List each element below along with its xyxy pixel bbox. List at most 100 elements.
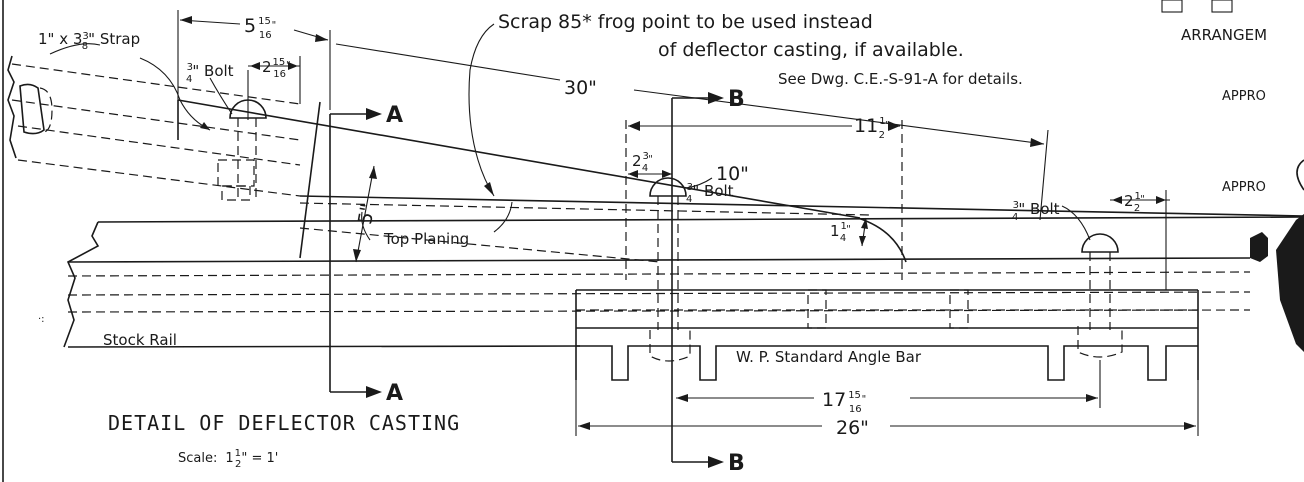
stock-rail-break-line	[63, 221, 100, 348]
section-a-bottom-arrow	[366, 386, 382, 398]
strap-bottom-hidden	[17, 159, 301, 197]
left-bolt-washer	[221, 185, 251, 201]
scrap-note: Scrap 85* frog point to be used instead …	[468, 11, 1023, 197]
dim-2-15-16-arrow-left	[250, 62, 260, 70]
rail-section-head	[1250, 232, 1268, 262]
dim-11-1-2-arrow-left	[628, 121, 640, 131]
dim-2-1-2-arrow-right	[1156, 196, 1166, 204]
deflector-planing-line	[299, 195, 1304, 217]
strap-break-line	[7, 55, 17, 159]
stock-rail-base	[67, 345, 581, 348]
dim-5: 5"	[353, 165, 379, 263]
right-bolt-leader	[1061, 205, 1091, 241]
title-block-box-2	[1211, 0, 1233, 13]
stock-rail: Stock Rail	[63, 214, 1304, 352]
section-a-a: A A	[329, 103, 403, 406]
middle-bolt-head	[649, 177, 687, 197]
middle-bolt-nut	[649, 330, 691, 362]
stock-rail-label: Stock Rail	[103, 331, 177, 349]
dim-5-arrow-bottom	[353, 249, 361, 262]
dim-30-arrow-right	[1030, 138, 1044, 147]
angle-bar-label: W. P. Standard Angle Bar	[736, 348, 922, 366]
angle-bar-web-slot-1	[807, 289, 827, 329]
section-b-bottom-label: B	[728, 451, 745, 476]
deflector-hidden-1	[299, 202, 871, 216]
dim-30: 30"	[335, 43, 1049, 221]
deflector-casting	[177, 99, 1304, 263]
see-drawing-note: See Dwg. C.E.-S-91-A for details.	[778, 70, 1023, 88]
stock-rail-hidden-2	[67, 291, 1251, 296]
strap-top-hidden	[11, 63, 301, 105]
dim-26-label: 26"	[836, 417, 869, 439]
dim-5-arrow-top	[369, 166, 377, 179]
drawing-title: DETAIL OF DEFLECTOR CASTING	[108, 411, 460, 435]
scrap-note-leader	[468, 23, 495, 197]
strap-mid-hidden	[11, 99, 301, 141]
dim-17-15-16-arrow-left	[676, 394, 688, 402]
stock-rail-head-top	[97, 216, 1304, 223]
right-bolt-nut	[1077, 326, 1123, 358]
dim-26: 26"	[575, 380, 1199, 439]
section-b-bottom-arrow	[708, 456, 724, 468]
rail-section-end	[1276, 214, 1304, 352]
dim-2-15-16-arrow-right	[288, 62, 298, 70]
title-block-arrangement: ARRANGEM	[1181, 26, 1267, 44]
scrap-note-line-1: Scrap 85* frog point to be used instead	[498, 11, 873, 33]
title-block-approved-1: APPRO	[1222, 89, 1266, 104]
dim-30-line-right	[633, 89, 1045, 145]
angle-bar-slots	[576, 345, 1198, 381]
dim-5-15-16-arrow-right	[315, 34, 328, 42]
section-a-bottom-label: A	[386, 381, 403, 406]
dim-2-1-2-arrow-left	[1112, 196, 1122, 204]
dim-26-arrow-right	[1184, 422, 1196, 430]
dim-5-line	[355, 165, 375, 263]
strap-pointer-arrow	[200, 122, 210, 130]
deflector-hidden-2	[299, 227, 661, 263]
angle-bar-web-slot-2	[949, 289, 969, 329]
dim-1-1-4-arrow-top	[861, 218, 868, 229]
dim-30-ext-right	[1039, 129, 1049, 221]
section-a-top-label: A	[386, 103, 403, 128]
scrap-note-arrow	[484, 182, 494, 196]
section-a-top-arrow	[366, 108, 382, 120]
dim-10-label: 10"	[716, 163, 749, 185]
strap-leader	[49, 43, 101, 55]
stock-rail-head-bottom	[67, 257, 1251, 263]
strap-end-cylinder-hidden	[39, 87, 53, 133]
deflector-top-edge	[177, 99, 861, 219]
dim-10: 10"	[685, 163, 749, 189]
deflector-cut-line	[299, 101, 321, 259]
section-b-top-arrow	[708, 92, 724, 104]
title-block-box-1	[1161, 0, 1183, 13]
left-bolt-leader	[209, 77, 233, 115]
top-planing-leader-right	[493, 201, 513, 233]
dim-30-line-left	[335, 43, 561, 81]
strap-lower-hidden	[17, 125, 301, 166]
left-bolt-nut	[217, 159, 255, 187]
left-bolt-head	[229, 99, 267, 119]
right-bolt-head	[1081, 233, 1119, 253]
dim-2-3-4-arrow-left	[628, 170, 638, 178]
dim-5-label: 5"	[354, 202, 379, 226]
scrap-note-line-2: of deflector casting, if available.	[658, 39, 964, 61]
